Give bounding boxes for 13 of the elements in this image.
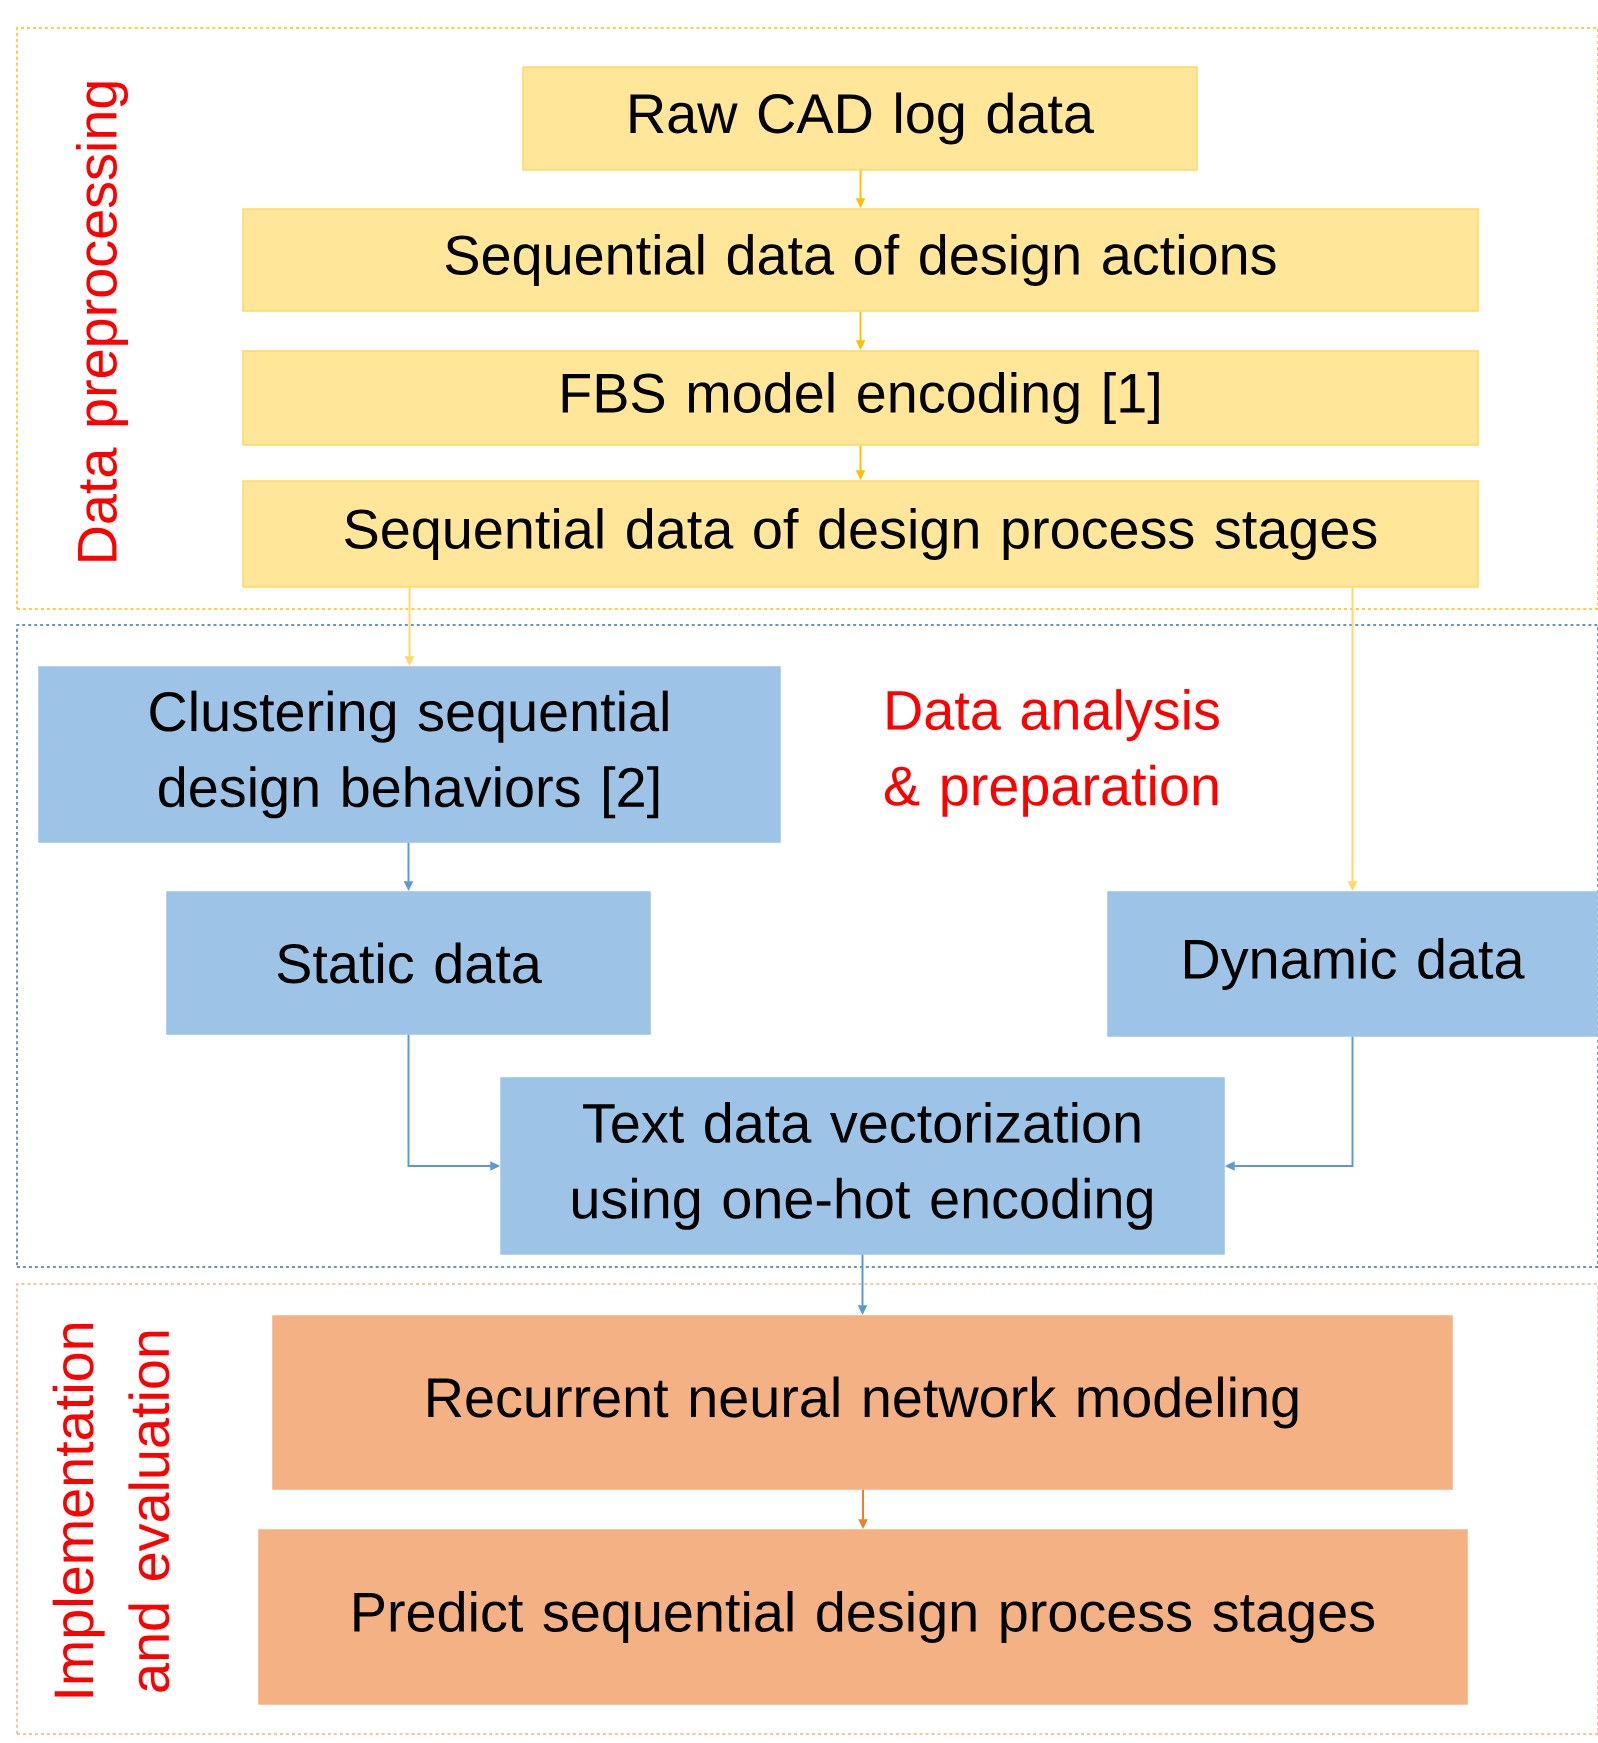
process-box: Clustering sequential design behaviors [2] [38,666,781,843]
process-box: FBS model encoding [1] [242,350,1479,446]
process-box: Raw CAD log data [522,66,1198,171]
process-box: Static data [166,891,651,1035]
group-label: Data analysis & preparation [884,689,1219,817]
process-box: Sequential data of design actions [242,208,1479,312]
group-label: Implementation and evaluation [52,1323,170,1697]
process-box: Text data vectorization using one-hot encoding [500,1077,1225,1255]
group-label: Data preprocessing [76,82,128,561]
process-box: Sequential data of design process stages [242,480,1479,588]
process-box: Dynamic data [1107,891,1598,1037]
process-box: Predict sequential design process stages [258,1529,1468,1705]
process-box: Recurrent neural network modeling [272,1315,1453,1490]
